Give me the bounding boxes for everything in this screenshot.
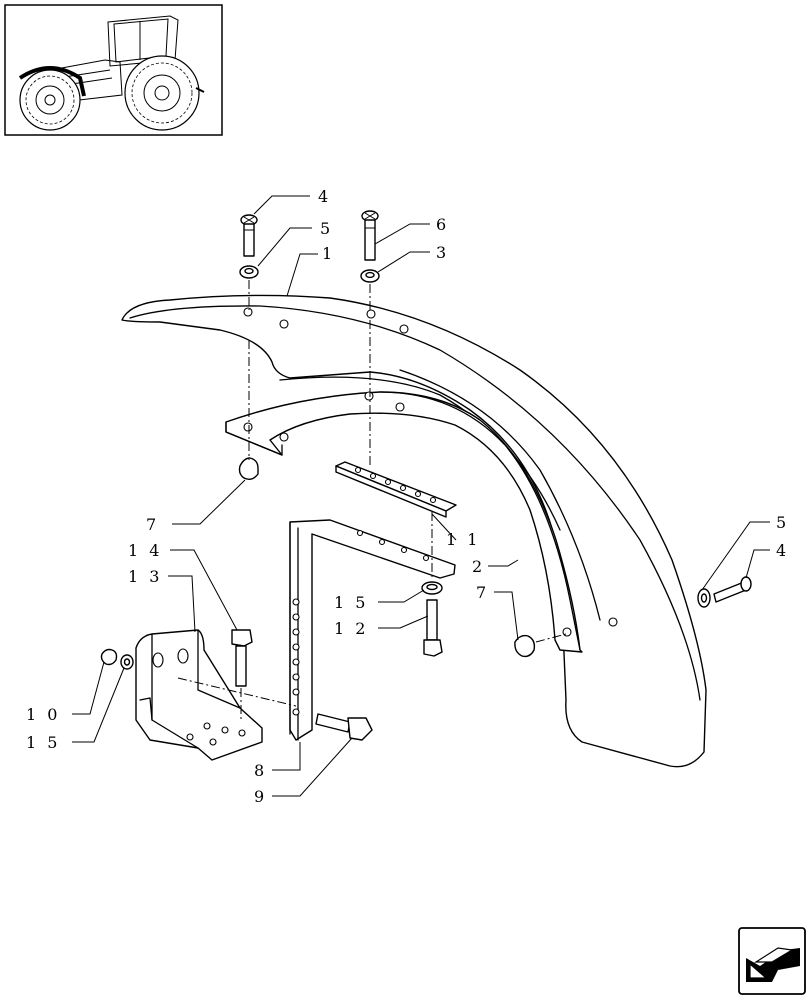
washer-3 [360, 269, 380, 283]
nut-7-right [514, 634, 536, 658]
callout-10: 1 0 [26, 705, 60, 724]
callout-12: 1 2 [334, 619, 368, 638]
bolt-9 [315, 713, 373, 741]
callout-4-top: 4 [318, 187, 331, 206]
next-page-arrow-icon[interactable] [738, 927, 806, 995]
callout-1: 1 [322, 244, 335, 263]
bolt-14 [231, 629, 253, 687]
washer-15-left [120, 654, 134, 670]
callout-7-left: 7 [146, 515, 159, 534]
callout-5-top: 5 [320, 219, 333, 238]
callout-6: 6 [436, 215, 449, 234]
fender-part-1 [121, 294, 707, 768]
callout-15-left: 1 5 [26, 733, 60, 752]
bolt-4-top [240, 214, 258, 257]
callout-7-right: 7 [476, 583, 489, 602]
bolt-12 [423, 599, 443, 657]
callout-2: 2 [472, 557, 485, 576]
callout-9: 9 [254, 787, 267, 806]
nut-10 [100, 648, 118, 666]
callout-labels: 4 5 1 6 3 7 1 4 1 3 1 1 2 1 5 1 2 7 5 4 … [26, 187, 789, 806]
washer-5-right [697, 588, 711, 608]
callout-15-mid: 1 5 [334, 593, 368, 612]
washer-15-mid [421, 581, 443, 595]
assembly-axis-lines [177, 280, 567, 720]
nut-7-left [238, 457, 259, 481]
bolt-4-right [713, 576, 752, 603]
tractor-thumbnail [4, 4, 223, 136]
plate-part-11 [335, 461, 457, 518]
washer-5-top [239, 265, 259, 279]
callout-8: 8 [254, 761, 267, 780]
callout-3: 3 [436, 243, 449, 262]
l-bracket-part-8 [289, 519, 456, 741]
callout-4-right: 4 [776, 541, 789, 560]
callout-13: 1 3 [128, 567, 162, 586]
callout-5-right: 5 [776, 513, 789, 532]
callout-14: 1 4 [128, 541, 162, 560]
callout-11: 1 1 [446, 530, 480, 549]
bolt-6 [361, 210, 379, 261]
leader-lines [72, 195, 770, 797]
mounting-bracket-part-13 [135, 629, 263, 761]
